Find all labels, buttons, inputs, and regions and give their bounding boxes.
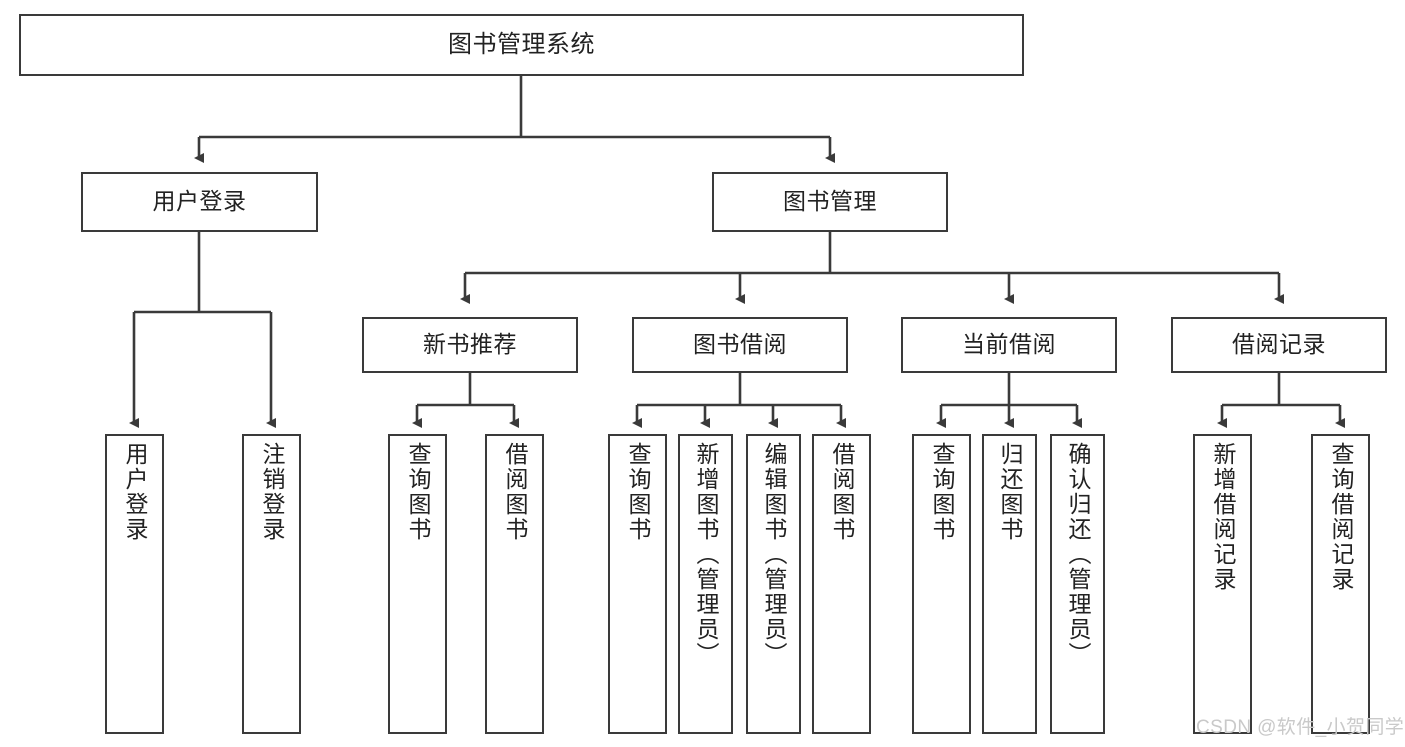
node-label: 新书推荐: [423, 331, 517, 358]
node-label: 新增图书（管理员）: [694, 442, 717, 667]
node-label: 图书借阅: [693, 331, 787, 358]
node-root-book-management-system[interactable]: 图书管理系统: [19, 14, 1024, 76]
leaf-query-book-borrow[interactable]: 查询图书: [608, 434, 667, 734]
leaf-query-book-recommend[interactable]: 查询图书: [388, 434, 447, 734]
node-label: 确认归还（管理员）: [1066, 442, 1089, 667]
leaf-query-borrow-record[interactable]: 查询借阅记录: [1311, 434, 1370, 734]
leaf-add-book[interactable]: 新增图书（管理员）: [678, 434, 733, 734]
leaf-add-borrow-record[interactable]: 新增借阅记录: [1193, 434, 1252, 734]
node-new-book-recommend[interactable]: 新书推荐: [362, 317, 578, 373]
node-borrow-record[interactable]: 借阅记录: [1171, 317, 1387, 373]
leaf-logout-login[interactable]: 注销登录: [242, 434, 301, 734]
node-label: 借阅图书: [830, 442, 853, 542]
node-label: 归还图书: [998, 442, 1021, 542]
node-current-borrow[interactable]: 当前借阅: [901, 317, 1117, 373]
node-label: 用户登录: [153, 188, 247, 215]
leaf-query-book-current[interactable]: 查询图书: [912, 434, 971, 734]
node-user-login[interactable]: 用户登录: [81, 172, 318, 232]
leaf-borrow-book-recommend[interactable]: 借阅图书: [485, 434, 544, 734]
leaf-user-login[interactable]: 用户登录: [105, 434, 164, 734]
node-book-borrow[interactable]: 图书借阅: [632, 317, 848, 373]
node-label: 编辑图书（管理员）: [762, 442, 785, 667]
node-book-manage[interactable]: 图书管理: [712, 172, 948, 232]
node-label: 当前借阅: [962, 331, 1056, 358]
node-label: 查询图书: [930, 442, 953, 542]
node-label: 新增借阅记录: [1211, 442, 1234, 592]
node-label: 查询借阅记录: [1329, 442, 1352, 592]
node-label: 用户登录: [123, 442, 146, 542]
leaf-return-book[interactable]: 归还图书: [982, 434, 1037, 734]
leaf-confirm-return[interactable]: 确认归还（管理员）: [1050, 434, 1105, 734]
leaf-borrow-book-borrow[interactable]: 借阅图书: [812, 434, 871, 734]
watermark-text: CSDN @软件_小贺同学: [1196, 712, 1404, 739]
leaf-edit-book[interactable]: 编辑图书（管理员）: [746, 434, 801, 734]
node-label: 图书管理: [783, 188, 877, 215]
node-label: 查询图书: [626, 442, 649, 542]
node-label: 借阅图书: [503, 442, 526, 542]
node-label: 查询图书: [406, 442, 429, 542]
node-label: 图书管理系统: [448, 31, 595, 59]
node-label: 借阅记录: [1232, 331, 1326, 358]
node-label: 注销登录: [260, 442, 283, 542]
